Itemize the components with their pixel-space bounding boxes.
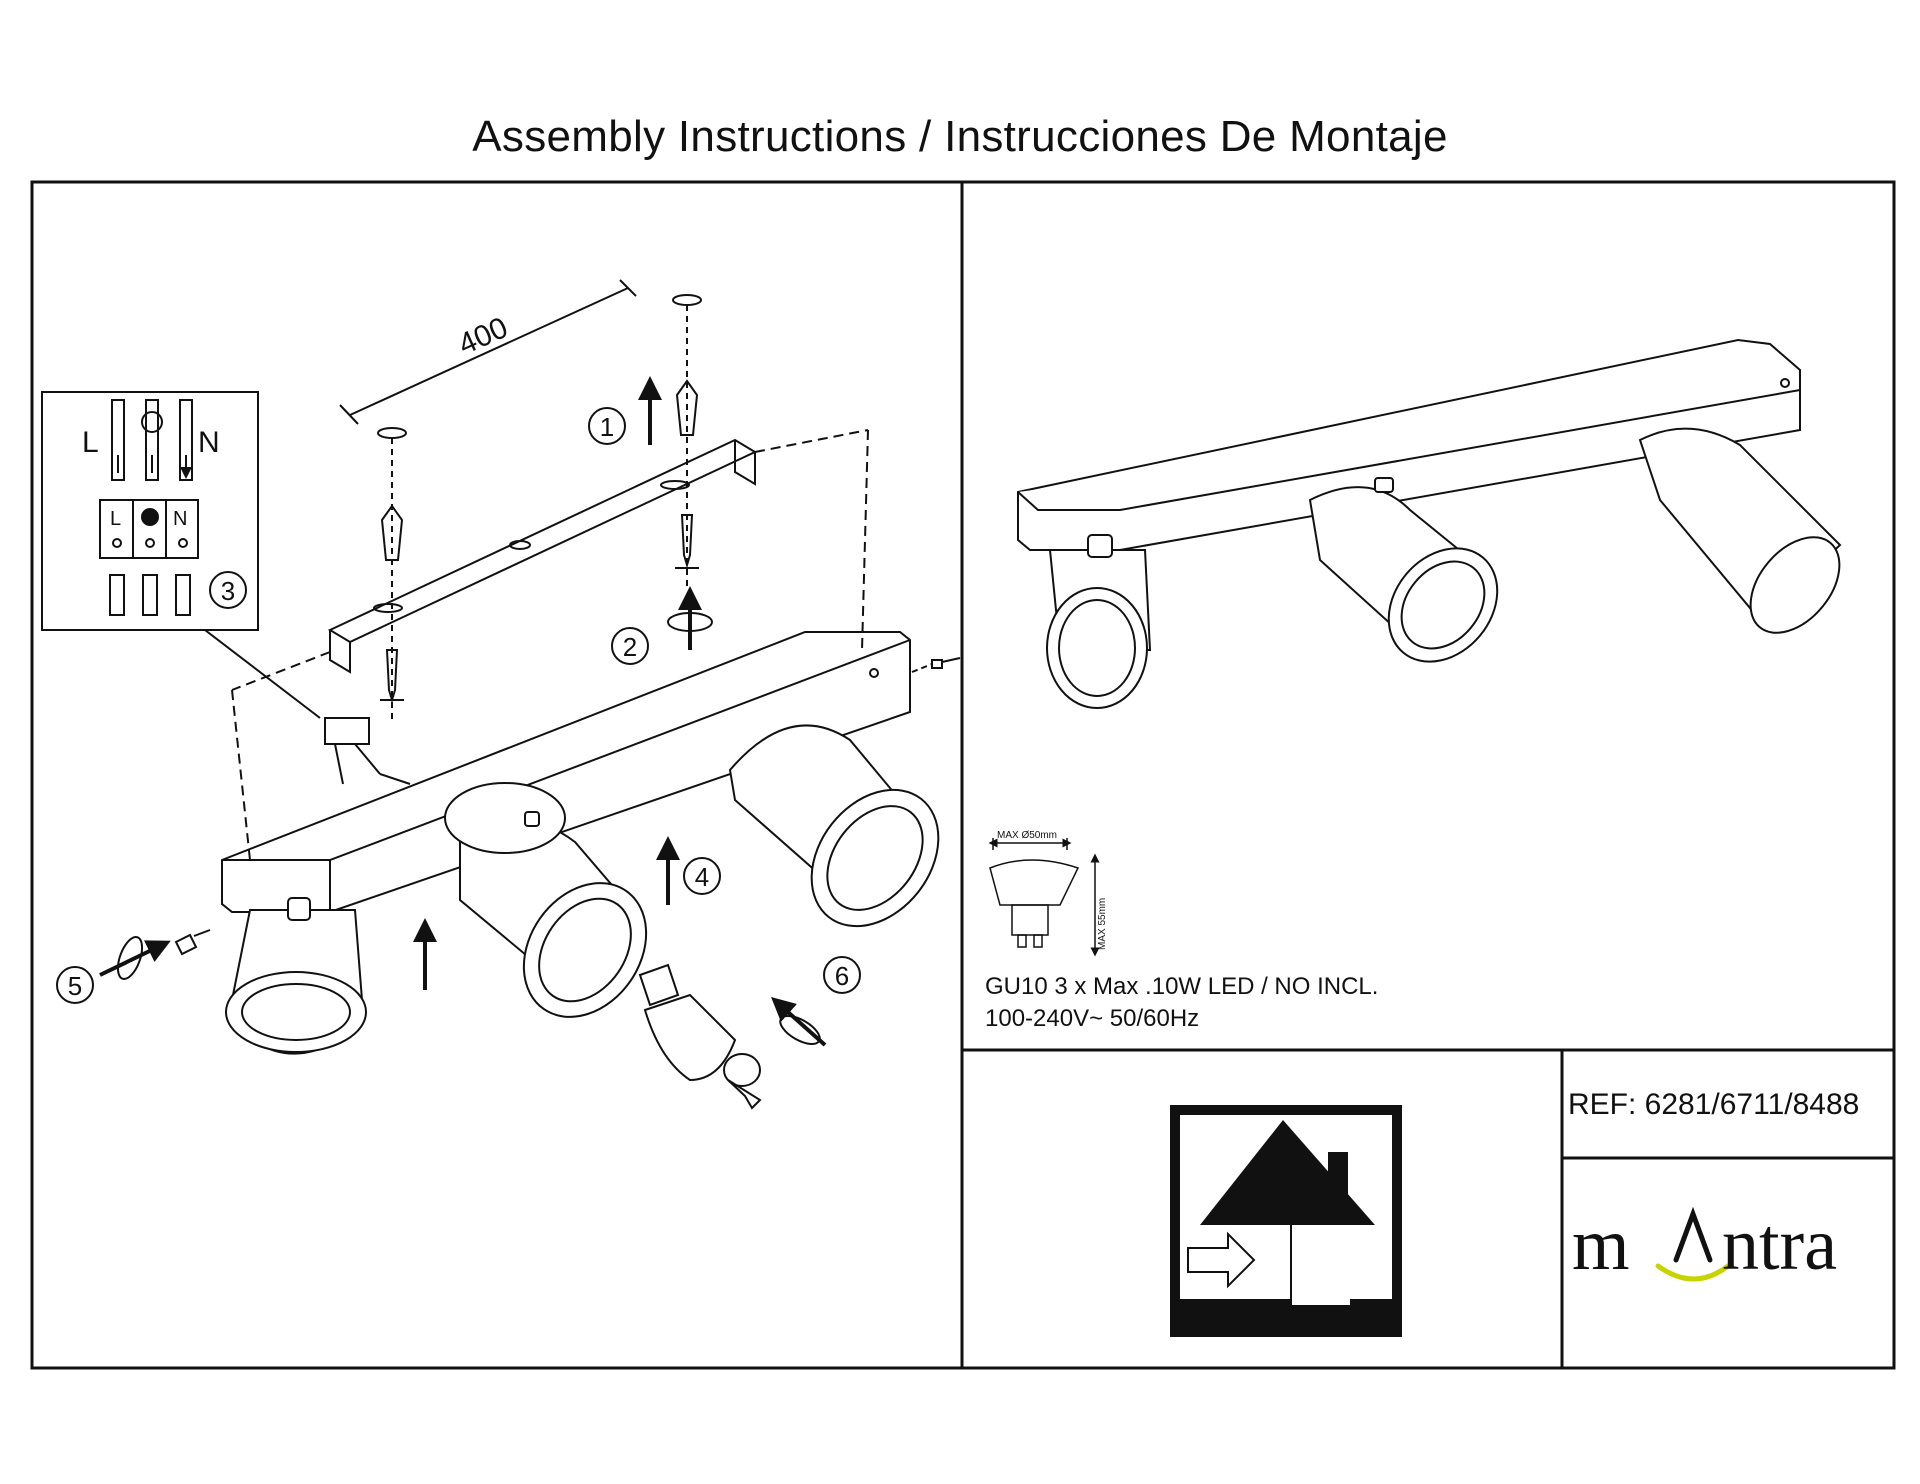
up-arrow-icon — [771, 997, 827, 1047]
dimension-label: 400 — [454, 311, 513, 362]
bulb-max-diameter: MAX Ø50mm — [997, 830, 1057, 841]
neutral-label: N — [198, 426, 220, 459]
live-label: L — [82, 426, 99, 459]
step-number: 6 — [835, 961, 849, 991]
bulb-diagram — [988, 838, 1100, 957]
live-terminal-label: L — [110, 508, 121, 530]
brand-logo-part1: m — [1572, 1204, 1630, 1286]
bulb-spec-line: GU10 3 x Max .10W LED / NO INCL. — [985, 973, 1379, 1000]
step-number: 5 — [68, 971, 82, 1001]
reference-number: REF: 6281/6711/8488 — [1568, 1088, 1860, 1121]
brand-logo-part2: ntra — [1722, 1204, 1838, 1286]
frame — [30, 180, 1896, 1370]
step-number: 3 — [221, 576, 235, 606]
step-number: 2 — [623, 632, 637, 662]
step-number: 4 — [695, 862, 709, 892]
wiring-inset — [41, 391, 259, 631]
page-title: Assembly Instructions / Instrucciones De… — [472, 112, 1448, 161]
assembly-left — [174, 279, 961, 1110]
indoor-use-house-icon — [1170, 1105, 1402, 1337]
bulb-max-height: MAX 55mm — [1097, 898, 1108, 950]
up-arrow-icon — [99, 940, 171, 977]
brand-logo-mark — [1655, 1206, 1731, 1282]
step-arrows — [99, 376, 827, 1047]
step-circles — [56, 407, 861, 1004]
step-number: 1 — [600, 412, 614, 442]
voltage-spec-line: 100-240V~ 50/60Hz — [985, 1005, 1200, 1032]
assembled-fixture — [1017, 338, 1842, 709]
neutral-terminal-label: N — [173, 508, 187, 530]
rotate-arrow-icon — [116, 612, 821, 1045]
